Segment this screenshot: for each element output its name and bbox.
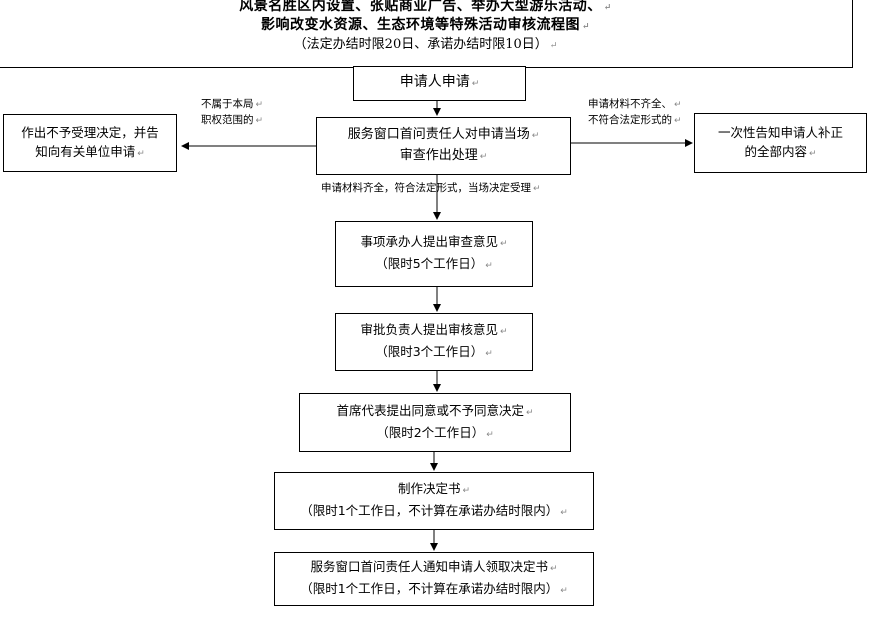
step-chief-decision: 首席代表提出同意或不予同意决定↵ （限时2个工作日）↵ [299, 393, 571, 452]
label-not-in-scope: 不属于本局↵ 职权范围的↵ [201, 98, 264, 126]
step-window-review: 服务窗口首问责任人对申请当场↵ 审查作出处理↵ [316, 117, 571, 175]
title-line-1: 风景名胜区内设置、张贴商业广告、举办大型游乐活动、↵ [239, 0, 612, 14]
step-notify-supplement: 一次性告知申请人补正 的全部内容↵ [694, 113, 867, 173]
step-handler-opinion: 事项承办人提出审查意见↵ （限时5个工作日）↵ [335, 221, 533, 287]
label-accepted: 申请材料齐全，符合法定形式，当场决定受理↵ [321, 182, 541, 194]
step-make-decision-letter: 制作决定书↵ （限时1个工作日，不计算在承诺办结时限内）↵ [274, 472, 594, 530]
step-notify-pickup: 服务窗口首问责任人通知申请人领取决定书↵ （限时1个工作日，不计算在承诺办结时限… [274, 552, 594, 606]
step-approver-opinion: 审批负责人提出审核意见↵ （限时3个工作日）↵ [335, 313, 533, 371]
label-incomplete-materials: 申请材料不齐全、↵ 不符合法定形式的↵ [588, 98, 682, 126]
page-header: 风景名胜区内设置、张贴商业广告、举办大型游乐活动、↵ 影响改变水资源、生态环境等… [0, 0, 853, 68]
step-apply: 申请人申请↵ [353, 66, 526, 101]
step-reject: 作出不予受理决定，并告 知向有关单位申请↵ [3, 114, 177, 172]
title-subtitle: （法定办结时限20日、承诺办结时限10日）↵ [293, 37, 558, 52]
title-line-2: 影响改变水资源、生态环境等特殊活动审核流程图↵ [260, 17, 591, 33]
